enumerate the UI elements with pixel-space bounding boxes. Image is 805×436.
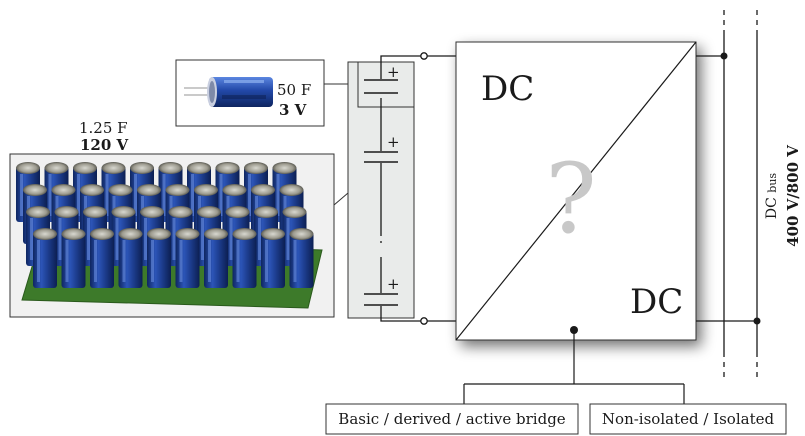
- inset-connector-module: [334, 193, 348, 205]
- single-supercap-voltage: 3 V: [279, 101, 307, 119]
- input-terminal-bottom: [421, 318, 427, 324]
- converter-question-mark: ?: [545, 143, 596, 255]
- module-capacitor-cell: [176, 228, 200, 288]
- bus-node-bottom: [754, 318, 761, 325]
- plus-sign-mid: +: [387, 133, 400, 151]
- plus-sign-bottom: +: [387, 275, 400, 293]
- converter-input-label: DC: [481, 69, 534, 109]
- module-capacitor-cell: [290, 228, 314, 288]
- options-tree: [464, 330, 684, 404]
- dc-bus: [724, 10, 757, 382]
- module-capacitor-cell: [204, 228, 228, 288]
- module-capacitor-cell: [119, 228, 143, 288]
- topology-option-label: Basic / derived / active bridge: [338, 410, 566, 428]
- module-voltage: 120 V: [80, 136, 129, 154]
- module-capacitance: 1.25 F: [79, 119, 128, 137]
- supercap-module-photo: [16, 162, 322, 308]
- module-capacitor-cell: [261, 228, 285, 288]
- module-capacitor-cell: [90, 228, 114, 288]
- dc-dc-converter: ? DC DC: [456, 42, 696, 340]
- module-capacitor-cell: [233, 228, 257, 288]
- dc-bus-voltages: 400 V/800 V: [784, 145, 802, 247]
- module-capacitor-cell: [147, 228, 171, 288]
- single-supercap-capacitance: 50 F: [277, 81, 311, 99]
- plus-sign-top: +: [387, 63, 400, 81]
- input-terminal-top: [421, 53, 427, 59]
- isolation-option-label: Non-isolated / Isolated: [602, 410, 775, 428]
- module-capacitor-cell: [33, 228, 57, 288]
- module-capacitor-cell: [62, 228, 86, 288]
- bus-node-top: [721, 53, 728, 60]
- converter-output-label: DC: [630, 282, 683, 322]
- dc-bus-label: DC bus: [764, 173, 780, 220]
- single-supercap-inset: 50 F 3 V: [176, 60, 324, 126]
